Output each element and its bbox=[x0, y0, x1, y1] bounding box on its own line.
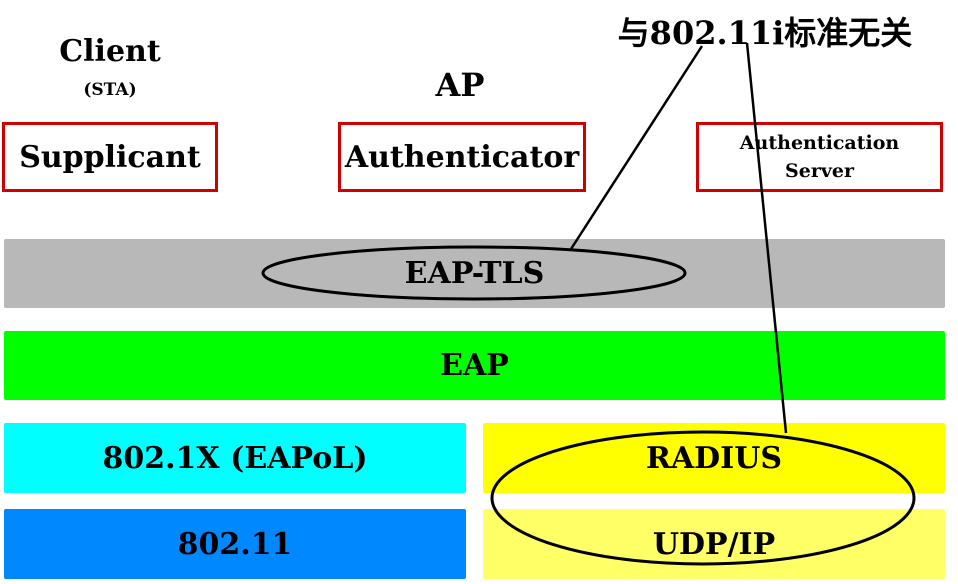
radius-label: RADIUS bbox=[645, 440, 783, 476]
client-title: Client bbox=[59, 34, 161, 69]
wifi-label: 802.11 bbox=[177, 526, 293, 562]
supplicant-box: Supplicant bbox=[2, 122, 218, 192]
ap-title: AP bbox=[435, 66, 485, 104]
client-subtitle: (STA) bbox=[83, 80, 137, 100]
auth-server-box: Authentication Server bbox=[696, 122, 943, 192]
supplicant-label: Supplicant bbox=[19, 139, 201, 175]
pointer-line-eap-tls bbox=[569, 45, 704, 250]
eapol-label: 802.1X (EAPoL) bbox=[102, 440, 368, 476]
udpip-label: UDP/IP bbox=[652, 526, 776, 562]
layer-eap-tls: EAP-TLS bbox=[4, 239, 945, 308]
layer-eapol: 802.1X (EAPoL) bbox=[4, 423, 466, 493]
layer-80211: 802.11 bbox=[4, 509, 466, 579]
note-text: 与802.11i标准无关 bbox=[617, 14, 913, 52]
layer-udpip: UDP/IP bbox=[483, 509, 945, 579]
authenticator-label: Authenticator bbox=[344, 139, 580, 175]
auth-server-label-2: Server bbox=[785, 160, 854, 182]
authenticator-box: Authenticator bbox=[338, 122, 586, 192]
auth-server-label-1: Authentication bbox=[739, 132, 900, 154]
layer-radius: RADIUS bbox=[483, 423, 945, 493]
eap-tls-label: EAP-TLS bbox=[404, 256, 545, 291]
layer-eap: EAP bbox=[4, 331, 945, 400]
eap-label: EAP bbox=[440, 348, 509, 383]
